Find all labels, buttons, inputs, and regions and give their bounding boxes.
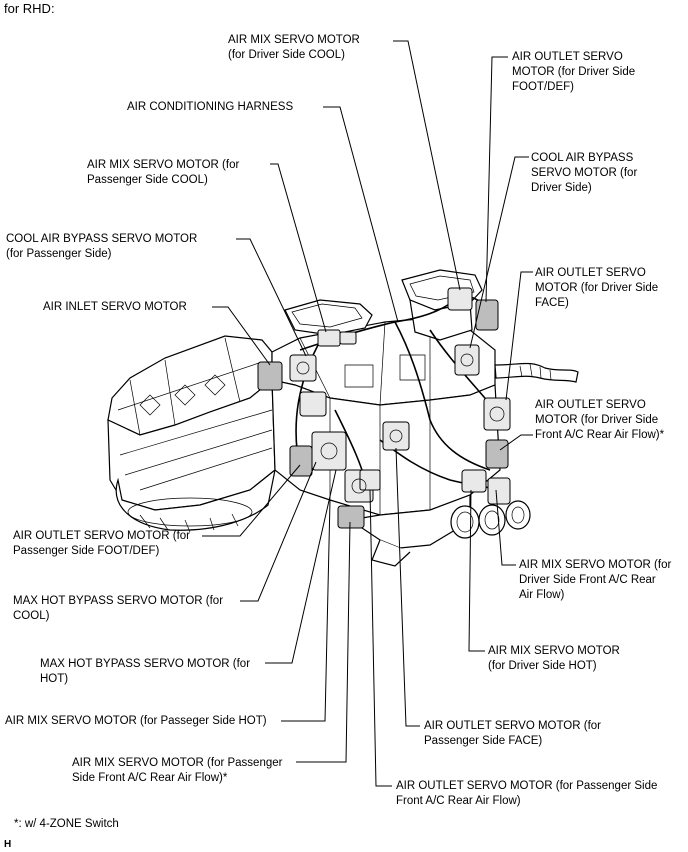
left-housing (107, 335, 276, 511)
bottom-ducts (348, 494, 531, 567)
top-duct-left (284, 299, 373, 336)
label-air-mix-passenger-rear: AIR MIX SERVO MOTOR (for Passenger Side … (72, 757, 283, 784)
label-air-conditioning-harness: AIR CONDITIONING HARNESS (127, 101, 294, 113)
label-air-outlet-passenger-rear: AIR OUTLET SERVO MOTOR (for Passenger Si… (396, 780, 658, 807)
label-air-outlet-passenger-foot-def: AIR OUTLET SERVO MOTOR (for Passenger Si… (13, 530, 191, 557)
label-air-outlet-passenger-face: AIR OUTLET SERVO MOTOR (for Passenger Si… (424, 720, 602, 747)
label-air-mix-passenger-hot: AIR MIX SERVO MOTOR (for Passeger Side H… (5, 715, 267, 727)
label-air-mix-driver-rear: AIR MIX SERVO MOTOR (for Driver Side Fro… (519, 559, 672, 601)
label-max-hot-bypass-hot: MAX HOT BYPASS SERVO MOTOR (for HOT) (40, 658, 251, 685)
label-cool-air-bypass-passenger: COOL AIR BYPASS SERVO MOTOR (for Passeng… (6, 233, 198, 260)
label-air-mix-driver-hot: AIR MIX SERVO MOTOR (for Driver Side HOT… (488, 645, 620, 672)
corner-mark: H (4, 839, 12, 850)
heater-pipe (494, 362, 579, 383)
label-air-outlet-driver-rear: AIR OUTLET SERVO MOTOR (for Driver Side … (535, 399, 665, 441)
page-header: for RHD: (4, 1, 55, 16)
label-air-outlet-driver-foot-def: AIR OUTLET SERVO MOTOR (for Driver Side … (512, 51, 636, 93)
blower-housing (115, 468, 276, 533)
leader-lines (202, 40, 533, 787)
label-max-hot-bypass-cool: MAX HOT BYPASS SERVO MOTOR (for COOL) (13, 595, 224, 622)
label-air-inlet: AIR INLET SERVO MOTOR (43, 301, 187, 313)
label-cool-air-bypass-driver: COOL AIR BYPASS SERVO MOTOR (for Driver … (531, 152, 638, 194)
label-air-mix-passenger-cool: AIR MIX SERVO MOTOR (for Passenger Side … (87, 159, 240, 186)
label-air-mix-driver-cool: AIR MIX SERVO MOTOR (for Driver Side COO… (228, 34, 360, 61)
footnote: *: w/ 4-ZONE Switch (14, 818, 119, 830)
label-air-outlet-driver-face: AIR OUTLET SERVO MOTOR (for Driver Side … (535, 267, 659, 309)
